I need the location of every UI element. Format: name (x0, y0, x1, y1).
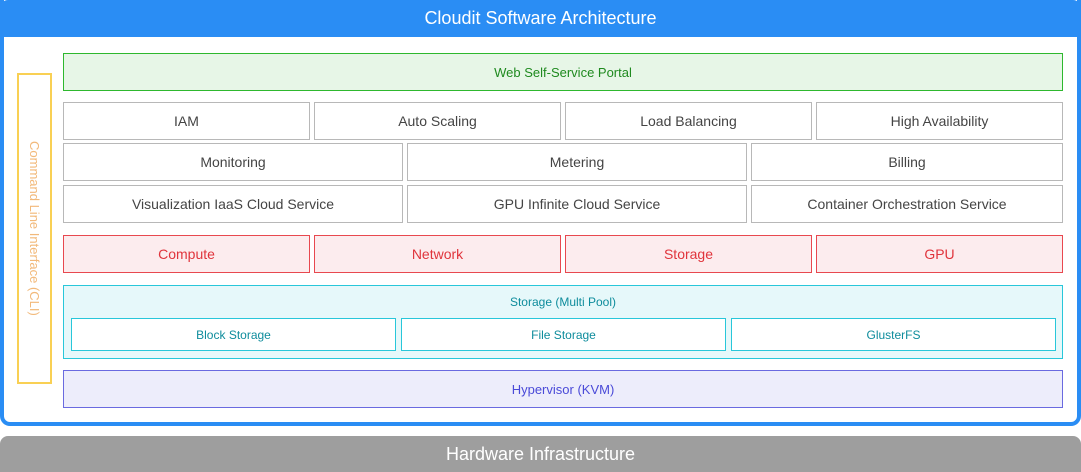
service-visualization-iaas: Visualization IaaS Cloud Service (63, 185, 403, 223)
cli-label: Command Line Interface (CLI) (27, 141, 42, 316)
service-high-availability: High Availability (816, 102, 1063, 140)
service-monitoring: Monitoring (63, 143, 403, 181)
service-gpu-infinite-cloud: GPU Infinite Cloud Service (407, 185, 747, 223)
hardware-infrastructure-layer: Hardware Infrastructure (0, 436, 1081, 472)
storage-pool-glusterfs: GlusterFS (731, 318, 1056, 351)
service-billing: Billing (751, 143, 1063, 181)
web-portal-layer: Web Self-Service Portal (63, 53, 1063, 91)
diagram-title: Cloudit Software Architecture (0, 0, 1081, 37)
resource-network: Network (314, 235, 561, 273)
storage-multi-pool-layer: Storage (Multi Pool) Block Storage File … (63, 285, 1063, 359)
service-metering: Metering (407, 143, 747, 181)
resource-storage: Storage (565, 235, 812, 273)
resource-gpu: GPU (816, 235, 1063, 273)
storage-multi-pool-title: Storage (Multi Pool) (509, 295, 617, 309)
service-container-orchestration: Container Orchestration Service (751, 185, 1063, 223)
resource-compute: Compute (63, 235, 310, 273)
cli-layer: Command Line Interface (CLI) (17, 73, 52, 384)
service-iam: IAM (63, 102, 310, 140)
storage-pool-block: Block Storage (71, 318, 396, 351)
service-load-balancing: Load Balancing (565, 102, 812, 140)
service-auto-scaling: Auto Scaling (314, 102, 561, 140)
hypervisor-layer: Hypervisor (KVM) (63, 370, 1063, 408)
storage-pool-file: File Storage (401, 318, 726, 351)
